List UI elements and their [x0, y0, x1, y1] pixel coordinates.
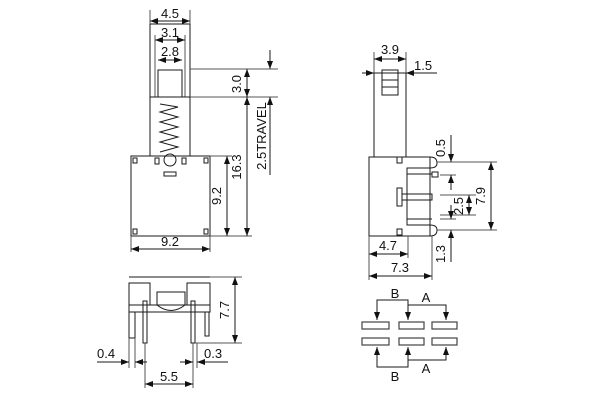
dim-pin-offset-top: 0.5	[433, 139, 448, 157]
spring-icon	[158, 103, 180, 153]
dim-pin-right: 0.3	[204, 346, 222, 361]
contact-pad	[398, 321, 425, 330]
contact-pad	[431, 321, 458, 330]
pin	[142, 300, 148, 344]
dim-body-width: 9.2	[161, 234, 179, 249]
dim-travel: 2.5TRAVEL	[254, 102, 269, 170]
bottom-view: 7.7 0.4 0.3 5.5	[97, 276, 242, 388]
body-side	[368, 156, 431, 237]
label-a-top: A	[422, 290, 431, 305]
dim-height: 7.7	[217, 301, 232, 319]
dim-pin-offset-bottom: 1.3	[433, 245, 448, 263]
dim-depth-total: 7.3	[391, 260, 409, 275]
contact-pad	[361, 337, 390, 346]
dim-depth-partial: 4.7	[379, 238, 397, 253]
plunger-tip	[157, 69, 183, 98]
contact-schematic: B A B A	[361, 286, 458, 384]
slot	[163, 171, 177, 177]
contact-pad	[431, 337, 458, 346]
label-b-top: B	[391, 286, 400, 301]
dim-pin-span: 7.9	[473, 187, 488, 205]
contact-pad	[361, 321, 390, 330]
switch-body	[130, 155, 211, 237]
dim-tip-width: 2.8	[161, 44, 179, 59]
dim-total-height: 16.3	[229, 154, 244, 179]
dim-pin-left: 0.4	[97, 346, 115, 361]
pin	[190, 300, 196, 344]
plunger-side	[373, 72, 407, 158]
dim-offset: 1.5	[414, 58, 432, 73]
dome	[156, 291, 186, 311]
dim-plunger-width: 4.5	[161, 6, 179, 21]
front-view: 4.5 3.1 2.8 3.0 16.3 9.2 2.5TRAVEL 9.2	[130, 6, 278, 252]
dim-inner-width: 3.1	[161, 25, 179, 40]
contact-pad	[398, 337, 425, 346]
side-view: 3.9 1.5 0.5 2.5 7.9 1.3 4.7 7.3	[362, 42, 497, 280]
base-plate	[128, 304, 211, 313]
label-b-bottom: B	[391, 369, 400, 384]
dim-tip-height: 3.0	[229, 75, 244, 93]
dim-pin-pitch: 2.5	[451, 197, 466, 215]
dim-plunger-depth: 3.9	[381, 42, 399, 57]
dim-body-height: 9.2	[209, 187, 224, 205]
label-a-bottom: A	[422, 361, 431, 376]
dim-pin-spacing: 5.5	[160, 369, 178, 384]
